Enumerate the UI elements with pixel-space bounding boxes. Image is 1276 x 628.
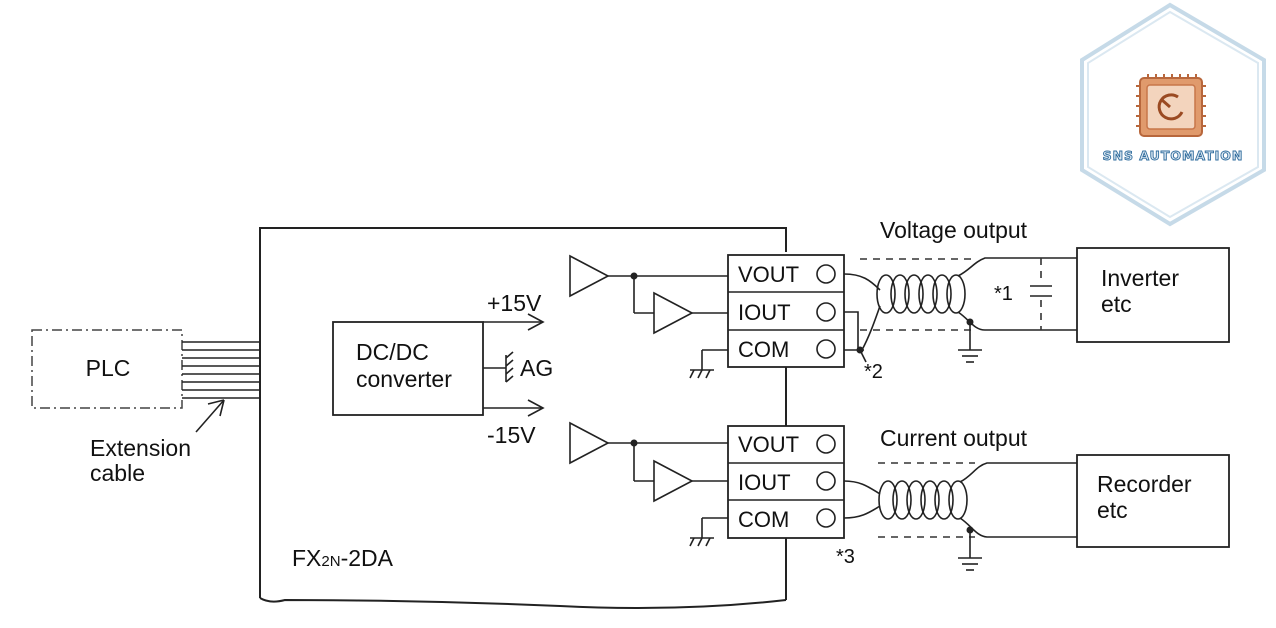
svg-text:IOUT: IOUT [738,300,791,325]
inverter-label-2: etc [1101,291,1132,317]
chassis-ground-icon [689,369,714,379]
terminal-vout[interactable]: VOUT [738,262,836,287]
channel-2-terminal-block: VOUT IOUT COM [727,425,845,539]
dcdc-converter: DC/DC converter +15V -15V AG [332,290,553,448]
sns-automation-logo: SNS AUTOMATION [1080,2,1266,227]
svg-text:VOUT: VOUT [738,262,799,287]
svg-text:VOUT: VOUT [738,432,799,457]
analog-ground-icon [505,351,514,383]
twisted-pair-icon [878,480,968,520]
plc-block: PLC [31,329,183,409]
terminal-iout[interactable]: IOUT [738,300,836,325]
svg-text:COM: COM [738,337,789,362]
ground-label: AG [520,355,553,381]
svg-text:IOUT: IOUT [738,470,791,495]
logo-text: SNS AUTOMATION [1103,148,1244,163]
channel-1-wiring: *2 *1 Volt [843,217,1077,383]
extension-cable-label-2: cable [90,460,145,486]
note-jumper: *2 [864,361,883,383]
terminal-iout[interactable]: IOUT [738,470,836,495]
pos-rail-label: +15V [487,290,542,316]
chassis-ground-icon [689,537,714,547]
note-3: *3 [836,546,855,568]
channel-1-terminal-block: VOUT IOUT COM [727,254,845,368]
inverter-label-1: Inverter [1101,265,1179,291]
recorder-label-1: Recorder [1097,471,1192,497]
chip-icon [1136,74,1206,137]
terminal-com[interactable]: COM [738,507,836,532]
converter-label-1: DC/DC [356,339,429,365]
recorder-device: Recorder etc [1076,454,1230,548]
converter-label-2: converter [356,366,452,392]
inverter-device: Inverter etc [1076,247,1230,343]
channel-1-amplifiers [569,254,728,379]
note-capacitor: *1 [994,283,1013,305]
plc-label: PLC [86,355,131,381]
neg-rail-label: -15V [487,422,536,448]
extension-cable: Extension cable [90,341,260,486]
earth-ground-icon [958,349,982,363]
channel-2-amplifiers [569,421,728,547]
capacitor-icon [1030,285,1052,297]
current-output-label: Current output [880,425,1028,451]
recorder-label-2: etc [1097,497,1128,523]
terminal-com[interactable]: COM [738,337,836,362]
svg-text:COM: COM [738,507,789,532]
twisted-pair-icon [876,274,966,314]
channel-2-wiring: *3 Current output [836,425,1077,571]
module-outline: FX2N-2DA [259,227,787,609]
terminal-vout[interactable]: VOUT [738,432,836,457]
module-name: FX2N-2DA [292,545,394,571]
extension-cable-label-1: Extension [90,435,191,461]
voltage-output-label: Voltage output [880,217,1028,243]
earth-ground-icon [958,557,982,571]
